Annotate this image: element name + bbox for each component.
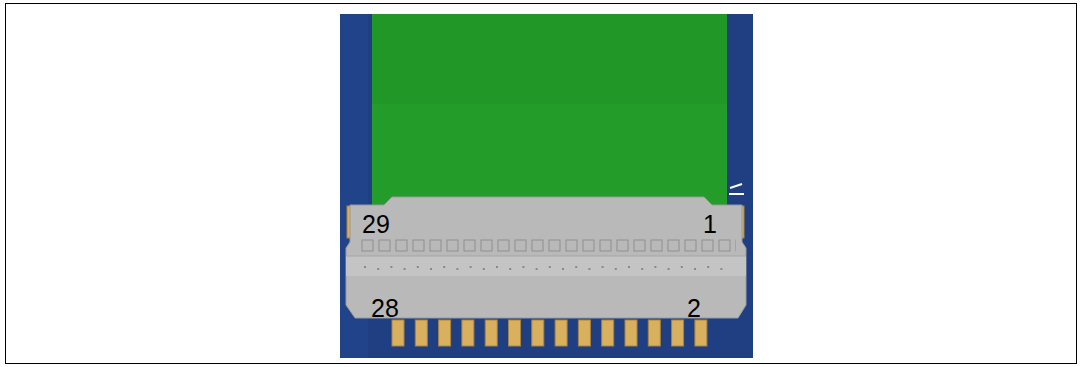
contact-dot: [575, 266, 577, 268]
pin-number: 29: [362, 212, 390, 237]
solder-pin: [462, 320, 474, 346]
contact-dots: [364, 266, 722, 270]
solder-pin: [392, 320, 404, 346]
actuator-edge: [346, 256, 746, 257]
contact-dot: [720, 268, 722, 270]
solder-pin: [602, 320, 614, 346]
flex-cable-shade: [372, 14, 727, 104]
contact-dot: [377, 268, 379, 270]
contact-dot: [707, 266, 709, 268]
contact-slots: [358, 238, 736, 254]
contact-dot: [443, 266, 445, 268]
contact-dot: [602, 266, 604, 268]
solder-pin: [485, 320, 497, 346]
contact-dot: [430, 268, 432, 270]
contact-dot: [536, 268, 538, 270]
solder-pin: [672, 320, 684, 346]
pcb: [340, 14, 753, 358]
solder-pin: [648, 320, 660, 346]
contact-dot: [470, 266, 472, 268]
contact-dot: [509, 268, 511, 270]
contact-dot: [483, 268, 485, 270]
marker: [730, 184, 742, 188]
solder-pins: [392, 320, 707, 346]
contact-dot: [668, 268, 670, 270]
solder-pin: [439, 320, 451, 346]
solder-pin: [625, 320, 637, 346]
pin-number: 2: [687, 296, 701, 321]
solder-pin: [555, 320, 567, 346]
contact-dot: [364, 266, 366, 268]
contact-dot: [654, 266, 656, 268]
solder-pin: [509, 320, 521, 346]
solder-pin: [532, 320, 544, 346]
contact-dot: [496, 266, 498, 268]
pin-number: 1: [703, 212, 717, 237]
contact-dot: [549, 266, 551, 268]
contact-dot: [404, 268, 406, 270]
contact-dot: [456, 268, 458, 270]
contact-dot: [628, 266, 630, 268]
flex-cable: [372, 14, 727, 207]
contact-dot: [390, 266, 392, 268]
contact-dot: [615, 268, 617, 270]
connector-body: [346, 197, 746, 318]
contact-dot: [588, 268, 590, 270]
contact-dot: [522, 266, 524, 268]
solder-pin: [415, 320, 427, 346]
frame: [6, 4, 1077, 364]
solder-pin: [695, 320, 707, 346]
contact-dot: [641, 268, 643, 270]
contact-dot: [417, 266, 419, 268]
marker: [729, 193, 744, 195]
contact-dot: [694, 268, 696, 270]
pin-number: 28: [371, 296, 399, 321]
actuator: [346, 256, 746, 276]
solder-pin: [578, 320, 590, 346]
contact-dot: [562, 268, 564, 270]
contact-dot: [681, 266, 683, 268]
